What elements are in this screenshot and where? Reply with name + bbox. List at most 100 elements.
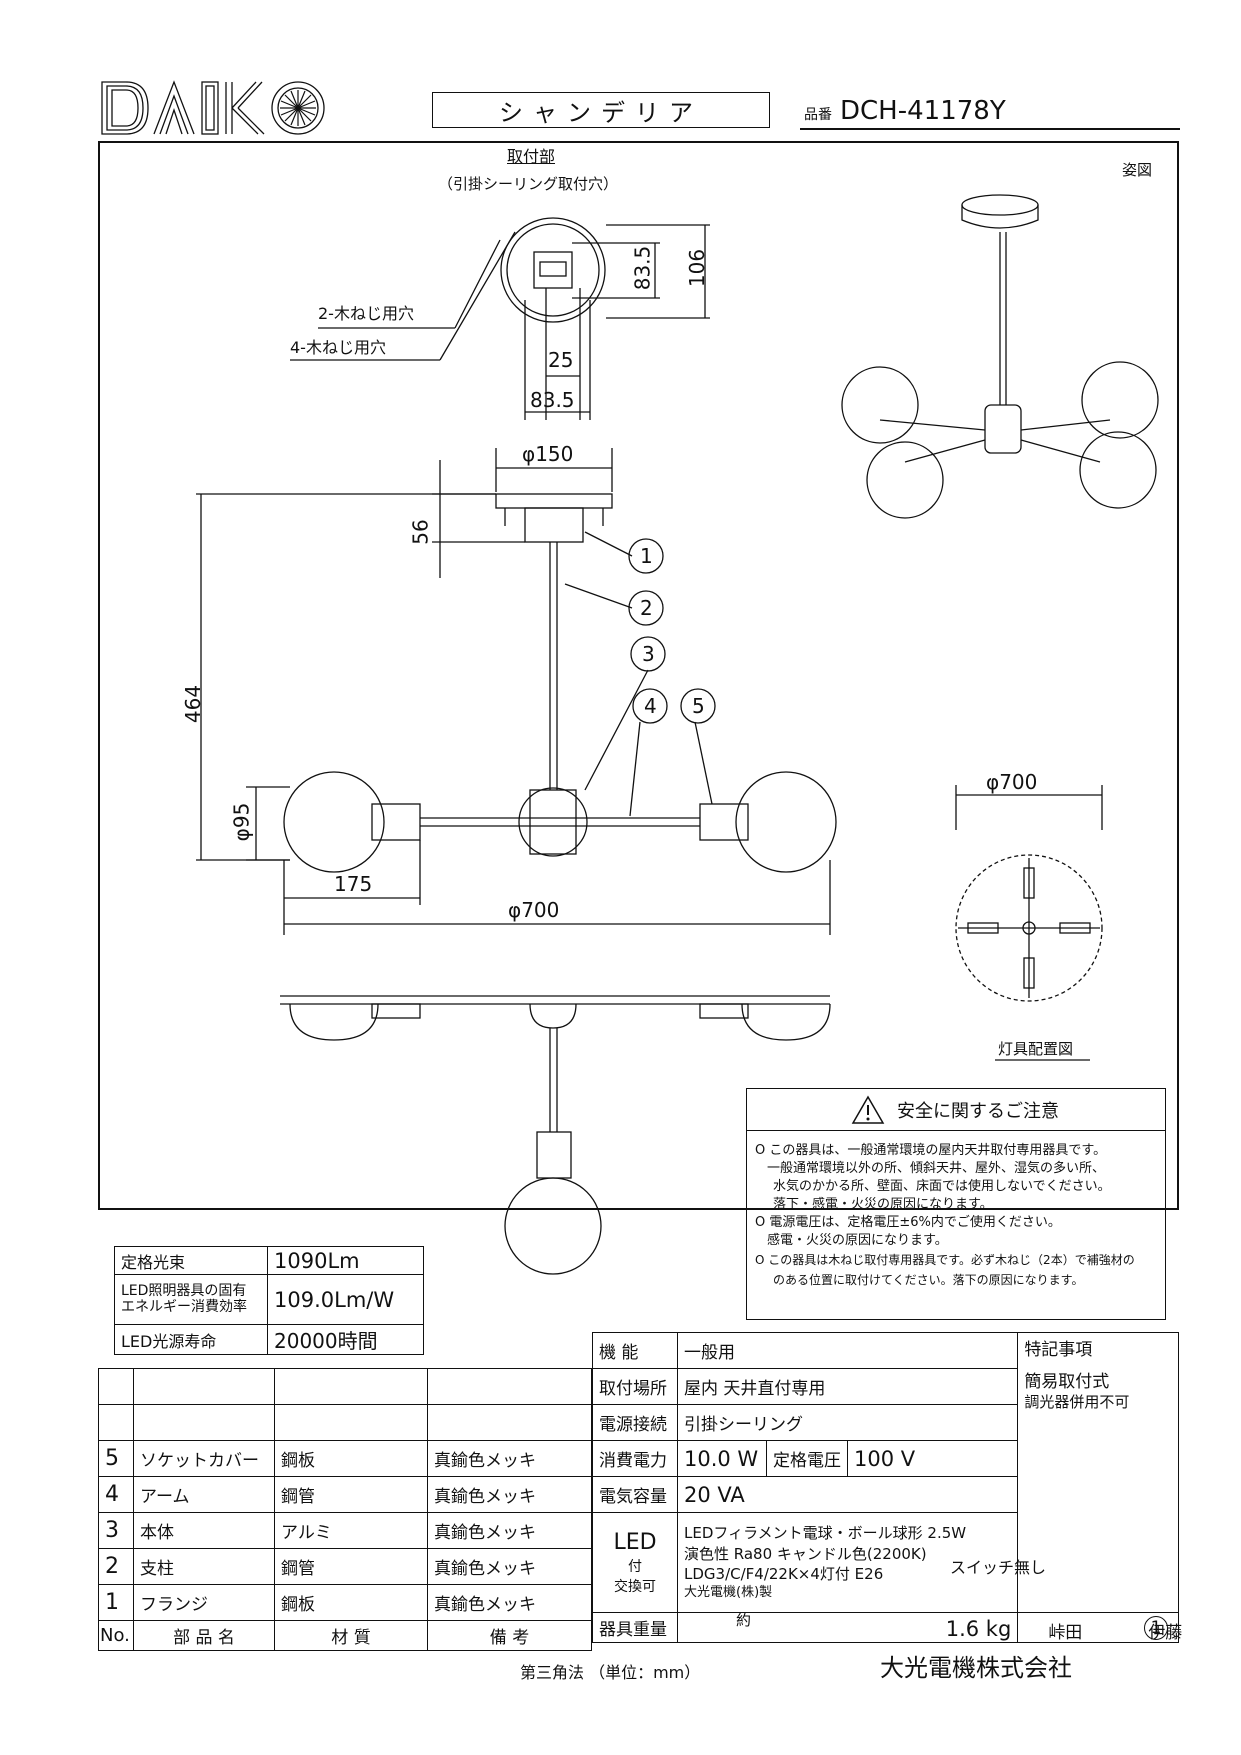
sign-cell: 峠田 伊藤 1	[1017, 1612, 1182, 1643]
part-note: 真鍮色メッキ	[427, 1584, 592, 1621]
part-material: 鋼板	[274, 1440, 428, 1477]
conn-value: 引掛シーリング	[676, 1404, 1019, 1441]
led-label-3: 交換可	[614, 1578, 656, 1595]
drawing-frame	[98, 141, 1179, 1210]
sign-1: 峠田	[1048, 1623, 1083, 1643]
led-line-4: 大光電機(株)製	[684, 1585, 773, 1601]
empty-cell	[133, 1404, 275, 1441]
safety-line: 水気のかかる所、壁面、床面では使用しないでください。	[773, 1179, 1111, 1194]
table-header-row: No. 部 品 名 材 質 備 考	[98, 1620, 592, 1651]
power-label: 消費電力	[592, 1440, 678, 1477]
safety-title: 安全に関するご注意	[897, 1101, 1059, 1122]
header-material: 材 質	[274, 1620, 428, 1651]
header-note: 備 考	[427, 1620, 592, 1651]
product-type: シャンデリア	[499, 98, 703, 127]
safety-line: 感電・火災の原因になります。	[767, 1233, 948, 1248]
header-name: 部 品 名	[133, 1620, 275, 1651]
spec-value: 1090Lm	[267, 1246, 424, 1275]
warning-icon	[851, 1095, 885, 1124]
layout-label: 灯具配置図	[998, 1040, 1074, 1058]
part-note: 真鍮色メッキ	[427, 1440, 592, 1477]
callout-1: 1	[640, 544, 653, 568]
table-row: 1 フランジ 鋼板 真鍮色メッキ	[98, 1584, 592, 1621]
mount-label: 取付場所	[592, 1368, 678, 1405]
header-no: No.	[98, 1620, 134, 1651]
hole-2-label: 2-木ねじ用穴	[318, 304, 414, 323]
part-no-underline	[800, 128, 1180, 130]
note-2: 調光器併用不可	[1024, 1393, 1130, 1412]
capacity-label: 電気容量	[592, 1476, 678, 1513]
part-name: アーム	[133, 1476, 275, 1513]
part-name: 本体	[133, 1512, 275, 1549]
daiko-logo-mark	[101, 80, 325, 135]
part-no: 3	[98, 1512, 134, 1549]
safety-title-bar: 安全に関するご注意	[747, 1089, 1165, 1131]
led-label-cell: LED 付 交換可	[592, 1512, 678, 1613]
table-row: 5 ソケットカバー 鋼板 真鍮色メッキ	[98, 1440, 592, 1477]
spec-table: 定格光束 1090Lm LED照明器具の固有 エネルギー消費効率 109.0Lm…	[114, 1246, 424, 1355]
dim-56: 56	[408, 519, 433, 545]
table-row: 3 本体 アルミ 真鍮色メッキ	[98, 1512, 592, 1549]
part-no: 1	[98, 1584, 134, 1621]
part-no: 4	[98, 1476, 134, 1513]
callout-4: 4	[644, 694, 657, 718]
conn-label: 電源接続	[592, 1404, 678, 1441]
part-material: 鋼管	[274, 1548, 428, 1585]
part-no: 2	[98, 1548, 134, 1585]
callout-5: 5	[692, 694, 705, 718]
note-1: 簡易取付式	[1024, 1372, 1110, 1393]
empty-cell	[98, 1368, 134, 1405]
part-material: 鋼板	[274, 1584, 428, 1621]
empty-cell	[274, 1368, 428, 1405]
notes-label: 特記事項	[1024, 1340, 1093, 1360]
safety-notice: 安全に関するご注意 O この器具は、一般通常環境の屋内天井取付専用器具です。 一…	[746, 1088, 1166, 1320]
empty-cell	[427, 1404, 592, 1441]
callout-2: 2	[640, 596, 653, 620]
led-line-3: LDG3/C/F4/22K×4灯付 E26	[684, 1564, 884, 1583]
safety-line: O この器具は、一般通常環境の屋内天井取付専用器具です。	[755, 1143, 1107, 1158]
led-line-1: LEDフィラメント電球・ボール球形 2.5W	[684, 1524, 967, 1543]
part-no: DCH-41178Y	[840, 96, 1006, 126]
part-material: アルミ	[274, 1512, 428, 1549]
sheet-no: 1	[1144, 1616, 1168, 1640]
mount-title: 取付部	[507, 147, 556, 166]
weight-label: 器具重量	[592, 1612, 678, 1643]
capacity-value: 20 VA	[676, 1476, 1019, 1513]
callout-3: 3	[642, 642, 655, 666]
safety-line: 落下・感電・火災の原因になります。	[773, 1197, 993, 1212]
empty-cell	[98, 1404, 134, 1441]
spec-label-line: LED照明器具の固有	[121, 1283, 247, 1300]
safety-line: 一般通常環境以外の所、傾斜天井、屋外、湿気の多い所、	[767, 1161, 1106, 1176]
part-material: 鋼管	[274, 1476, 428, 1513]
weight-approx: 約	[736, 1611, 752, 1629]
safety-line: O 電源電圧は、定格電圧±6%内でご使用ください。	[755, 1215, 1061, 1230]
power-value: 10.0 W	[677, 1440, 767, 1477]
empty-cell	[427, 1368, 592, 1405]
led-detail: LEDフィラメント電球・ボール球形 2.5W 演色性 Ra80 キャンドル色(2…	[676, 1512, 1019, 1613]
function-label: 機 能	[592, 1332, 678, 1369]
part-no-label: 品番	[804, 107, 832, 123]
dim-464: 464	[181, 684, 206, 724]
dim-25: 25	[548, 348, 574, 372]
hole-4-label: 4-木ねじ用穴	[290, 338, 386, 357]
dim-phi700-main: φ700	[508, 898, 560, 922]
part-name: ソケットカバー	[133, 1440, 275, 1477]
dim-106: 106	[685, 248, 710, 288]
spec-value: 20000時間	[267, 1324, 424, 1355]
dim-83-5-vertical: 83.5	[630, 245, 655, 291]
part-name: フランジ	[133, 1584, 275, 1621]
part-note: 真鍮色メッキ	[427, 1548, 592, 1585]
safety-line: O この器具は木ねじ取付専用器具です。必ず木ねじ（2本）で補強材の	[755, 1253, 1135, 1267]
dim-phi700-plan: φ700	[986, 770, 1038, 794]
dim-phi150: φ150	[522, 442, 574, 466]
function-value: 一般用	[676, 1332, 1019, 1369]
dim-83-5-horizontal: 83.5	[530, 388, 575, 412]
spec-label-efficiency: LED照明器具の固有 エネルギー消費効率	[114, 1274, 268, 1325]
switch-note: スイッチ無し	[950, 1558, 1047, 1577]
led-line-2: 演色性 Ra80 キャンドル色(2200K)	[684, 1544, 927, 1563]
part-no: 5	[98, 1440, 134, 1477]
empty-cell	[133, 1368, 275, 1405]
part-note: 真鍮色メッキ	[427, 1512, 592, 1549]
table-row: 2 支柱 鋼管 真鍮色メッキ	[98, 1548, 592, 1585]
